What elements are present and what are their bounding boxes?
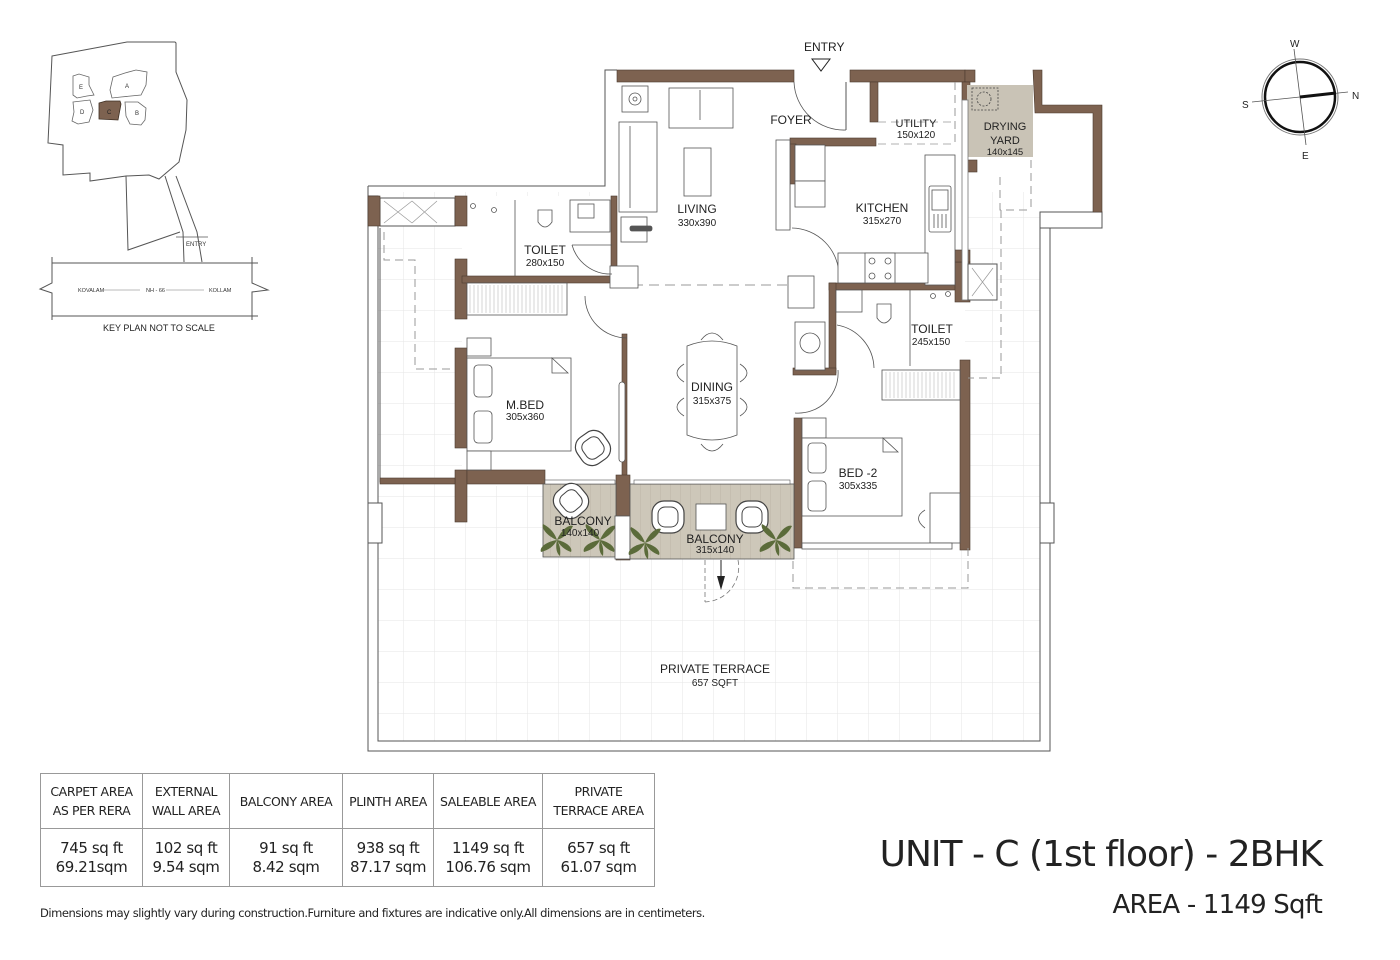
terrace-door-swing — [704, 559, 740, 603]
disclaimer-note: Dimensions may slightly vary during cons… — [40, 906, 705, 920]
header-plinth-area: PLINTH AREA — [342, 773, 434, 829]
washing-machine-icon — [971, 87, 999, 111]
wardrobe-bed2 — [881, 369, 961, 401]
shaft-right — [967, 263, 998, 301]
key-entry-label: ENTRY — [186, 242, 206, 248]
kitchen-label: KITCHEN — [856, 201, 909, 215]
washbasin-icon — [799, 332, 821, 354]
shaft-left — [379, 197, 456, 227]
road-right-label: KOLLAM — [209, 288, 232, 294]
block-b: B — [124, 101, 147, 126]
master-bed-label: M.BED — [506, 398, 544, 412]
foyer-label: FOYER — [770, 113, 812, 127]
wc-icon — [537, 209, 553, 228]
dining-table-set — [676, 332, 748, 452]
key-plan-boundary — [47, 41, 188, 182]
access-driveway-outline — [164, 175, 203, 263]
svg-text:D: D — [80, 110, 85, 116]
bed-2-size: 305x335 — [839, 481, 878, 492]
svg-text:S: S — [1242, 100, 1249, 111]
dining-label: DINING — [691, 380, 733, 394]
master-bed-size: 305x360 — [506, 412, 545, 423]
wardrobe-mbed — [466, 282, 568, 316]
access-road-outline — [125, 175, 181, 251]
entry-arrow-icon — [811, 58, 831, 72]
private-terrace-label: PRIVATE TERRACE — [660, 662, 770, 676]
key-plan: ENTRY E A D C B KOVALAM NH - 66 — [38, 41, 270, 333]
bed-2-label: BED -2 — [839, 466, 878, 480]
toilet-2-fixtures — [787, 275, 951, 371]
header-saleable-area: SALEABLE AREA — [433, 773, 543, 829]
living-size: 330x390 — [678, 218, 717, 229]
entry-door-swing — [793, 81, 847, 131]
utility-size: 150x120 — [897, 130, 936, 141]
toilet-2-label: TOILET — [911, 322, 953, 336]
north-needle — [1299, 91, 1337, 99]
unit-floor-plan: ENTRY — [367, 40, 1103, 752]
balcony-large-size: 315x140 — [696, 545, 735, 556]
svg-text:E: E — [79, 85, 83, 91]
unit-title: UNIT - C (1st floor) - 2BHK — [879, 834, 1323, 875]
balcony-small — [540, 477, 617, 558]
master-bed-furniture — [466, 337, 626, 471]
svg-text:A: A — [125, 84, 129, 90]
living-label: LIVING — [677, 202, 716, 216]
svg-text:E: E — [1302, 151, 1309, 162]
drying-yard-floor — [967, 85, 1033, 157]
living-furniture — [618, 85, 826, 243]
balcony-large — [628, 479, 795, 560]
block-a: A — [109, 69, 148, 99]
north-compass: W N S E — [1242, 39, 1359, 162]
key-plan-caption: KEY PLAN NOT TO SCALE — [103, 323, 215, 333]
private-terrace-size: 657 SQFT — [692, 678, 738, 689]
toilet-1-size: 280x150 — [526, 258, 565, 269]
toilet-2-size: 245x150 — [912, 337, 951, 348]
drying-yard-size: 140x145 — [987, 147, 1023, 158]
kitchen-fixtures — [837, 154, 956, 286]
floor-plan-drawing: ENTRY E A D C B KOVALAM NH - 66 — [38, 39, 1359, 752]
drying-yard-label-1: DRYING — [984, 121, 1027, 133]
balcony-small-size: 140x140 — [561, 528, 600, 539]
highway-road: KOVALAM NH - 66 KOLLAM — [38, 257, 270, 320]
kitchen-size: 315x270 — [863, 216, 902, 227]
svg-text:B: B — [135, 111, 139, 117]
road-center-label: NH - 66 — [146, 288, 165, 294]
svg-text:N: N — [1352, 91, 1359, 102]
header-balcony-area: BALCONY AREA — [229, 773, 343, 829]
utility-label: UTILITY — [896, 118, 938, 130]
drying-yard-label-2: YARD — [990, 135, 1020, 147]
svg-text:W: W — [1290, 39, 1300, 50]
svg-text:C: C — [107, 110, 112, 116]
stove-icon — [864, 252, 896, 284]
toilet-1-label: TOILET — [524, 243, 566, 257]
balcony-large-label: BALCONY — [686, 532, 743, 546]
balcony-small-label: BALCONY — [554, 514, 611, 528]
block-c-highlight: C — [98, 100, 122, 121]
toilet-1-fixtures — [470, 199, 639, 289]
road-left-label: KOVALAM — [78, 288, 105, 294]
entry-label: ENTRY — [804, 40, 844, 54]
bed-2-furniture — [801, 417, 961, 550]
wc-2-icon — [876, 303, 892, 324]
block-e: E — [72, 73, 95, 99]
room-labels: FOYER LIVING 330x390 UTILITY 150x120 DRY… — [506, 113, 1026, 689]
unit-area: AREA - 1149 Sqft — [1112, 890, 1322, 920]
block-d: D — [71, 99, 94, 125]
dining-size: 315x375 — [693, 396, 732, 407]
